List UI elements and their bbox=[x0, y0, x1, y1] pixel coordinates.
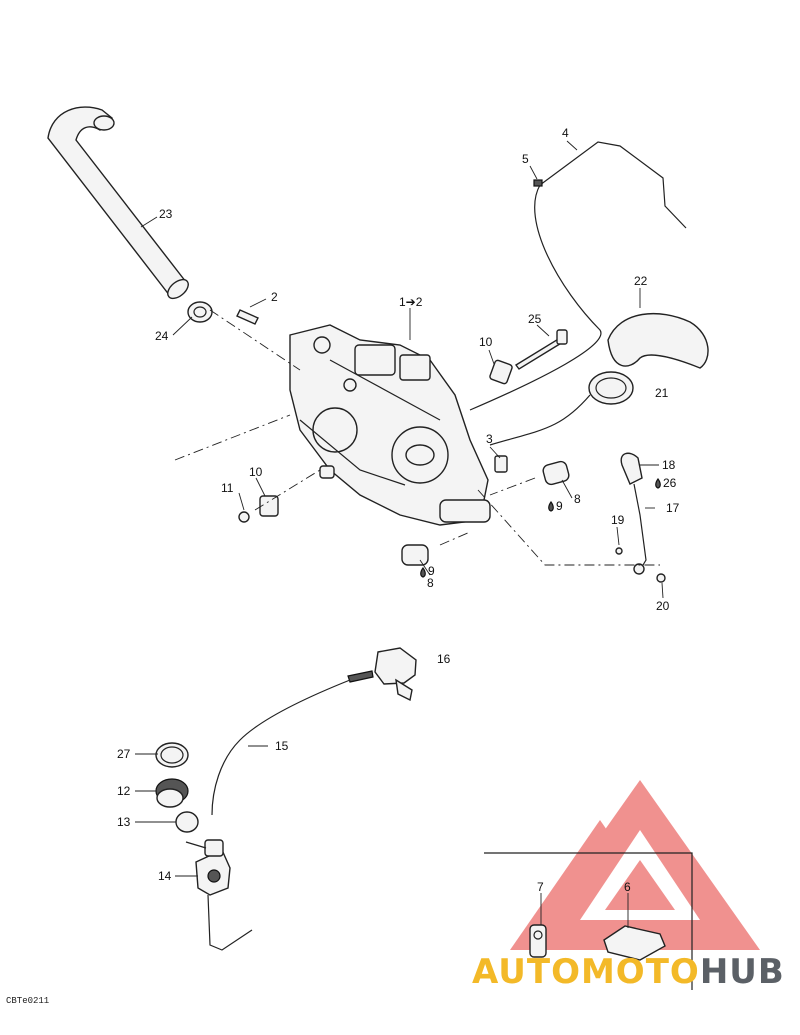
callout-19: 19 bbox=[611, 513, 625, 527]
leader-lines bbox=[135, 140, 664, 928]
callout-13: 13 bbox=[117, 815, 131, 829]
clamp-21 bbox=[489, 371, 634, 446]
callout-18: 18 bbox=[662, 458, 676, 472]
callout-11: 11 bbox=[221, 481, 234, 495]
callout-16: 16 bbox=[437, 652, 451, 666]
watermark-text-part1: AUTOMOTO bbox=[472, 952, 700, 992]
callout-21: 21 bbox=[655, 386, 669, 400]
clamp-24 bbox=[187, 301, 213, 323]
nut-11 bbox=[238, 511, 250, 523]
callout-6: 6 bbox=[624, 880, 631, 894]
callout-8-lower: 8 bbox=[427, 576, 434, 590]
watermark-logo bbox=[510, 780, 760, 950]
callout-23: 23 bbox=[159, 207, 173, 221]
callout-22: 22 bbox=[634, 274, 648, 288]
cap-8-right bbox=[542, 460, 570, 512]
cap-8-lower bbox=[401, 544, 429, 578]
callout-25: 25 bbox=[528, 312, 542, 326]
fitting-3 bbox=[494, 455, 508, 473]
watermark-text-part2: HUB bbox=[699, 952, 785, 992]
callout-3: 3 bbox=[486, 432, 493, 446]
callout-24: 24 bbox=[155, 329, 169, 343]
callout-7: 7 bbox=[537, 880, 544, 894]
clamp-27 bbox=[155, 742, 189, 768]
callout-5: 5 bbox=[522, 152, 529, 166]
bolt-25 bbox=[514, 329, 568, 370]
callout-2: 2 bbox=[271, 290, 278, 304]
fitting-10-lower bbox=[259, 495, 279, 517]
lever-16 bbox=[347, 647, 417, 702]
callout-14: 14 bbox=[158, 869, 172, 883]
clip-19 bbox=[615, 547, 623, 555]
clamp-13 bbox=[175, 811, 199, 833]
callout-9-right: 9 bbox=[556, 499, 563, 513]
part-7 bbox=[529, 924, 547, 958]
hose-17 bbox=[633, 477, 661, 571]
part-6 bbox=[603, 925, 666, 961]
callout-26: 26 bbox=[663, 476, 677, 490]
breather-tube-4 bbox=[469, 141, 687, 411]
callout-4: 4 bbox=[562, 126, 569, 140]
callout-1-2: 1➔2 bbox=[399, 295, 423, 309]
figure-code: CBTe0211 bbox=[6, 996, 50, 1006]
cap-18 bbox=[620, 452, 643, 485]
callout-17: 17 bbox=[666, 501, 680, 515]
screw-2 bbox=[236, 309, 259, 325]
boot-12 bbox=[155, 778, 189, 808]
carburetor-14 bbox=[185, 839, 253, 951]
cable-15 bbox=[211, 679, 351, 816]
hose-22 bbox=[607, 312, 709, 369]
callout-10-upper: 10 bbox=[479, 335, 493, 349]
center-lines bbox=[174, 309, 660, 566]
inset-frame bbox=[484, 852, 693, 990]
callout-8-right: 8 bbox=[574, 492, 581, 506]
callout-20: 20 bbox=[656, 599, 670, 613]
callout-9-lower: 9 bbox=[428, 564, 435, 578]
callout-10-lower: 10 bbox=[249, 465, 263, 479]
nut-20 bbox=[633, 563, 666, 583]
engine-block bbox=[289, 324, 491, 526]
callout-27: 27 bbox=[117, 747, 131, 761]
fitting-10-upper bbox=[489, 359, 513, 385]
watermark-text: AUTOMOTOHUB bbox=[472, 952, 785, 992]
callout-12: 12 bbox=[117, 784, 131, 798]
callout-15: 15 bbox=[275, 739, 289, 753]
intake-hose-23 bbox=[47, 106, 189, 300]
